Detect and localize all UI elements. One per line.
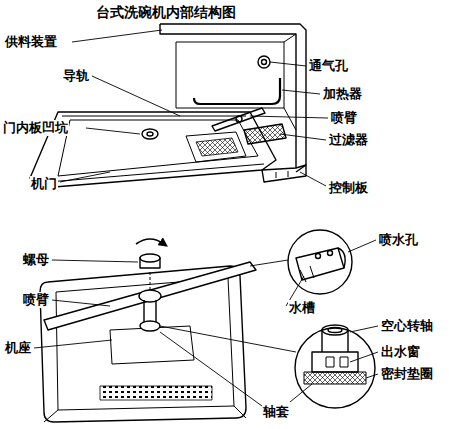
drain-holes — [100, 386, 212, 400]
part-label: 螺母 — [22, 252, 50, 268]
part-label: 控制板 — [328, 180, 369, 196]
diagram-title: 台式洗碗机内部结构图 — [96, 4, 236, 21]
part-label: 加热器 — [322, 86, 363, 102]
part-label: 空心转轴 — [380, 318, 434, 334]
part-label: 喷臂 — [22, 292, 50, 308]
leader-lines — [34, 240, 378, 406]
dispenser — [186, 132, 246, 162]
door-dimple — [142, 129, 158, 139]
heater-tube — [194, 78, 280, 104]
vent-hole — [258, 56, 270, 68]
cabinet-back-wall — [176, 42, 284, 108]
spray-arm — [44, 262, 256, 330]
cabinet-front-frame — [160, 24, 296, 168]
leader-lines — [60, 30, 328, 186]
inset-circle — [288, 230, 352, 294]
door-inner-panel — [58, 120, 258, 176]
cabinet-outline — [160, 24, 306, 172]
part-label: 水槽 — [288, 300, 316, 316]
part-label: 通气孔 — [308, 58, 349, 74]
part-label: 机座 — [4, 340, 32, 356]
part-label: 供料装置 — [4, 34, 58, 50]
guide-rail — [48, 116, 264, 182]
part-label: 密封垫圈 — [380, 366, 434, 382]
control-panel — [262, 165, 306, 182]
rotation-arrow — [136, 239, 164, 244]
part-label: 导轨 — [62, 68, 90, 84]
part-label: 门内板凹坑 — [2, 120, 69, 136]
part-label: 出水窗 — [380, 344, 421, 360]
part-label: 喷水孔 — [378, 232, 419, 248]
part-label: 过滤器 — [328, 132, 369, 148]
part-label: 机门 — [30, 176, 58, 192]
part-label: 轴套 — [262, 404, 290, 420]
part-label: 喷臂 — [330, 110, 358, 126]
inset-circle — [295, 328, 375, 408]
